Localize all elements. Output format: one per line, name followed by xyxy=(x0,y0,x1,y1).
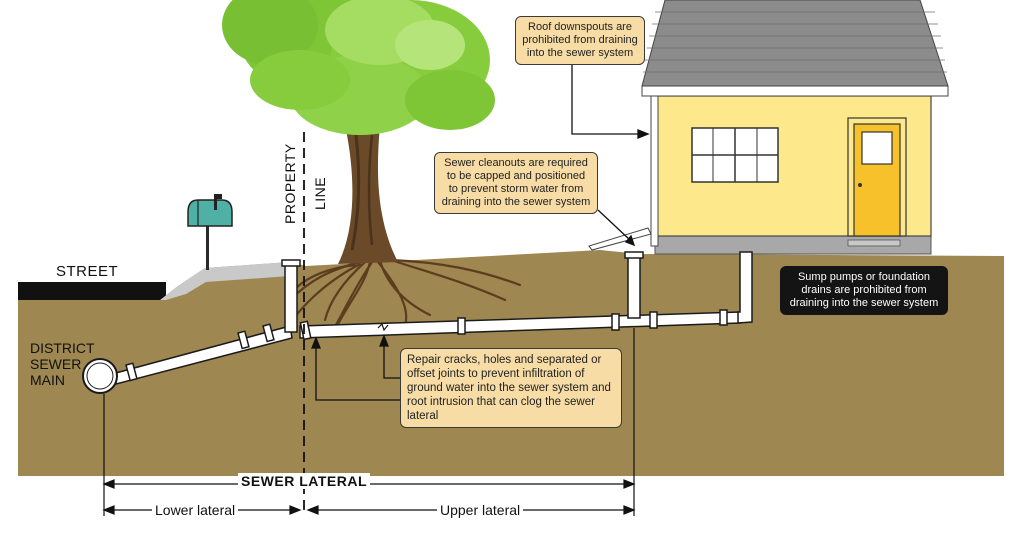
district-sewer-main-label: DISTRICT SEWER MAIN xyxy=(30,340,95,388)
cleanout-riser-street xyxy=(284,263,298,333)
tree-trunk-shade-2 xyxy=(367,134,374,246)
roof-gutter xyxy=(641,85,949,97)
sidewalk-curb xyxy=(160,262,290,300)
cleanouts-callout: Sewer cleanouts are required to be cappe… xyxy=(434,152,598,214)
door-step xyxy=(847,239,901,247)
repair-callout: Repair cracks, holes and separated or of… xyxy=(400,348,622,428)
lower-lateral-label: Lower lateral xyxy=(152,502,239,518)
pipe-icon xyxy=(110,251,753,385)
house-roof xyxy=(641,0,949,87)
mailbox-icon xyxy=(187,194,233,270)
downspout-splash xyxy=(588,227,652,251)
cleanout-riser-house xyxy=(627,255,641,319)
house-icon xyxy=(588,0,949,255)
upper-lateral-label: Upper lateral xyxy=(437,502,524,518)
street-pavement xyxy=(18,282,166,300)
line-label: LINE xyxy=(312,176,328,210)
pipe-crack xyxy=(377,322,389,332)
street-label: STREET xyxy=(56,263,119,280)
sump-pumps-callout: Sump pumps or foundation drains are proh… xyxy=(780,266,948,315)
tree-canopy xyxy=(222,0,495,135)
property-label: PROPERTY xyxy=(282,143,298,224)
sump-pipe xyxy=(737,251,753,324)
district-sewer-main-pipe xyxy=(82,358,118,394)
door-knob xyxy=(858,183,862,187)
sewer-lateral-label: SEWER LATERAL xyxy=(238,473,371,489)
downspouts-callout: Roof downspouts are prohibited from drai… xyxy=(515,16,645,65)
callout-leaders xyxy=(311,64,650,401)
house-door-window xyxy=(861,131,893,165)
downspout xyxy=(650,95,659,247)
cleanout-cap-house xyxy=(624,251,644,259)
tree-trunk-shade xyxy=(350,134,361,251)
cleanout-cap-street xyxy=(281,259,301,267)
